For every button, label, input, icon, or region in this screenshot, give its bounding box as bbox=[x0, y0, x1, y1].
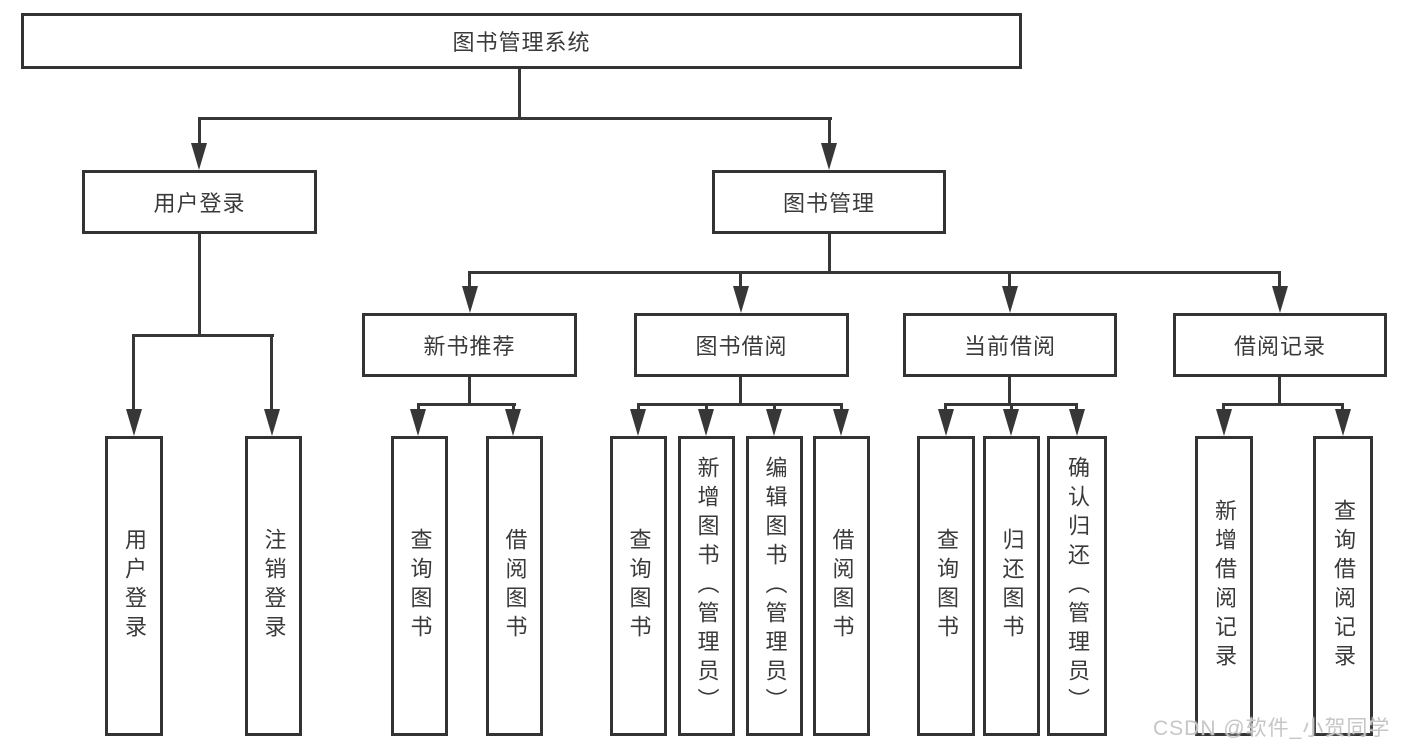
node-leaf-edit-books-admin: 编辑图书（管理员） bbox=[746, 436, 803, 736]
arrowhead-icon bbox=[630, 409, 646, 436]
connector-line bbox=[518, 69, 521, 117]
connector-line bbox=[198, 117, 201, 145]
connector-line bbox=[1075, 403, 1078, 413]
node-library-system: 图书管理系统 bbox=[21, 13, 1022, 69]
arrowhead-icon bbox=[766, 409, 782, 436]
node-leaf-logout: 注销登录 bbox=[245, 436, 302, 736]
watermark: CSDN @软件_小贺同学 bbox=[1153, 717, 1391, 740]
connector-line bbox=[1008, 271, 1011, 289]
connector-line bbox=[468, 377, 471, 405]
node-leaf-query-books-current: 查询图书 bbox=[917, 436, 975, 736]
connector-line bbox=[1008, 377, 1011, 405]
connector-line bbox=[1222, 403, 1344, 406]
connector-line bbox=[1278, 377, 1281, 405]
connector-line bbox=[198, 234, 201, 337]
arrowhead-icon bbox=[191, 143, 207, 170]
node-leaf-query-borrow-record: 查询借阅记录 bbox=[1313, 436, 1373, 736]
connector-line bbox=[1010, 403, 1013, 413]
arrowhead-icon bbox=[462, 286, 478, 313]
arrowhead-icon bbox=[1335, 409, 1351, 436]
connector-line bbox=[417, 403, 516, 406]
node-leaf-user-login: 用户登录 bbox=[105, 436, 163, 736]
arrowhead-icon bbox=[264, 409, 280, 436]
connector-line bbox=[840, 403, 843, 413]
arrowhead-icon bbox=[821, 143, 837, 170]
node-user-login: 用户登录 bbox=[82, 170, 317, 234]
arrowhead-icon bbox=[1216, 409, 1232, 436]
connector-line bbox=[132, 334, 135, 412]
connector-line bbox=[637, 403, 843, 406]
arrowhead-icon bbox=[698, 409, 714, 436]
arrowhead-icon bbox=[1272, 286, 1288, 313]
node-leaf-add-books-admin: 新增图书（管理员） bbox=[678, 436, 735, 736]
connector-line bbox=[1341, 403, 1344, 413]
arrowhead-icon bbox=[733, 286, 749, 313]
arrowhead-icon bbox=[1002, 286, 1018, 313]
node-leaf-return-books: 归还图书 bbox=[983, 436, 1040, 736]
connector-line bbox=[739, 377, 742, 405]
node-leaf-borrow-books-borrowing: 借阅图书 bbox=[813, 436, 870, 736]
connector-line bbox=[637, 403, 640, 413]
node-leaf-query-books-borrowing: 查询图书 bbox=[610, 436, 667, 736]
node-leaf-add-borrow-record: 新增借阅记录 bbox=[1195, 436, 1253, 736]
connector-line bbox=[417, 403, 420, 413]
connector-line bbox=[1222, 403, 1225, 413]
node-borrowing-records: 借阅记录 bbox=[1173, 313, 1387, 377]
connector-line bbox=[468, 271, 471, 289]
node-book-borrowing: 图书借阅 bbox=[634, 313, 849, 377]
node-leaf-borrow-books-recommend: 借阅图书 bbox=[486, 436, 543, 736]
node-leaf-query-books-recommend: 查询图书 bbox=[391, 436, 448, 736]
connector-line bbox=[944, 403, 947, 413]
arrowhead-icon bbox=[505, 409, 521, 436]
arrowhead-icon bbox=[1003, 409, 1019, 436]
connector-line bbox=[468, 271, 1281, 274]
connector-line bbox=[270, 334, 273, 412]
node-new-book-recommend: 新书推荐 bbox=[362, 313, 577, 377]
connector-line bbox=[739, 271, 742, 289]
connector-line bbox=[198, 117, 832, 120]
arrowhead-icon bbox=[1069, 409, 1085, 436]
connector-line bbox=[512, 403, 515, 413]
node-current-borrowing: 当前借阅 bbox=[903, 313, 1117, 377]
arrowhead-icon bbox=[938, 409, 954, 436]
arrowhead-icon bbox=[410, 409, 426, 436]
connector-line bbox=[828, 234, 831, 274]
connector-line bbox=[132, 334, 274, 337]
node-leaf-confirm-return-admin: 确认归还（管理员） bbox=[1047, 436, 1107, 736]
connector-line bbox=[705, 403, 708, 413]
connector-line bbox=[828, 117, 831, 145]
connector-line bbox=[773, 403, 776, 413]
node-book-management: 图书管理 bbox=[712, 170, 946, 234]
arrowhead-icon bbox=[833, 409, 849, 436]
connector-line bbox=[1278, 271, 1281, 289]
arrowhead-icon bbox=[126, 409, 142, 436]
